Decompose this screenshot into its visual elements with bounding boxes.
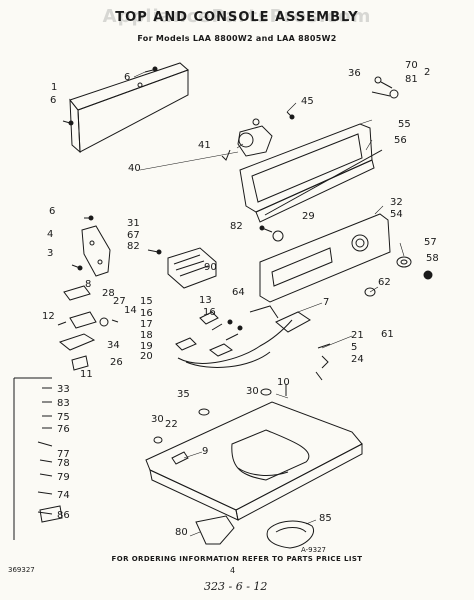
callout-1: 1	[51, 82, 58, 93]
callout-64: 64	[232, 287, 245, 298]
callout-20: 20	[140, 351, 153, 362]
callout-70: 70	[405, 60, 418, 71]
callout-24: 24	[351, 354, 364, 365]
callout-7: 7	[323, 297, 330, 308]
part-lid-switch	[249, 305, 311, 333]
callout-79: 79	[57, 472, 70, 483]
handwritten-note: 323 - 6 - 12	[204, 580, 268, 593]
part-switch-block	[147, 247, 217, 289]
callout-41: 41	[198, 140, 211, 151]
callout-12: 12	[42, 311, 55, 322]
callout-56: 56	[394, 135, 407, 146]
callout-81: 81	[405, 74, 418, 85]
callout-33: 33	[57, 384, 70, 395]
callout-11: 11	[80, 369, 93, 380]
callout-2: 2	[424, 67, 431, 78]
part-bumpers	[153, 384, 287, 444]
callout-78: 78	[57, 458, 70, 469]
callout-90: 90	[204, 262, 217, 273]
callout-61: 61	[381, 329, 394, 340]
callout-31: 31	[127, 218, 140, 229]
callout-3: 3	[47, 248, 54, 259]
callout-16: 16	[140, 308, 153, 319]
callout-30: 30	[246, 386, 259, 397]
callout-18: 18	[140, 330, 153, 341]
callout-45: 45	[301, 96, 314, 107]
part-screws	[62, 66, 295, 221]
callout-74: 74	[57, 490, 70, 501]
part-knob-assembly	[371, 76, 399, 99]
callout-35: 35	[177, 389, 190, 400]
callout-58: 58	[426, 253, 439, 264]
callout-19: 19	[140, 341, 153, 352]
callout-82: 82	[127, 241, 140, 252]
callout-62: 62	[378, 277, 391, 288]
callout-27: 27	[113, 296, 126, 307]
part-small-components	[57, 285, 119, 371]
part-dispenser-cup	[195, 515, 235, 545]
callout-67: 67	[127, 230, 140, 241]
callout-28: 28	[102, 288, 115, 299]
callout-5: 5	[351, 342, 358, 353]
callout-22: 22	[165, 419, 178, 430]
callout-29: 29	[302, 211, 315, 222]
callout-15: 15	[140, 296, 153, 307]
figure-reference-code: A-9327	[301, 546, 326, 554]
callout-9: 9	[202, 446, 209, 457]
callout-83: 83	[57, 398, 70, 409]
part-kit-box	[13, 377, 63, 540]
callout-6: 6	[124, 72, 131, 83]
callout-57: 57	[424, 237, 437, 248]
diagram-subtitle: For Models LAA 8800W2 and LAA 8805W2	[137, 34, 337, 43]
diagram-title: TOP AND CONSOLE ASSEMBLY	[115, 10, 359, 25]
callout-76: 76	[57, 424, 70, 435]
callout-13: 13	[199, 295, 212, 306]
callout-80: 80	[175, 527, 188, 538]
callout-10: 10	[277, 377, 290, 388]
part-bleach-seal	[266, 520, 314, 549]
part-knobs	[364, 256, 433, 297]
callout-82: 82	[230, 221, 243, 232]
callout-8: 8	[85, 279, 92, 290]
callout-36: 36	[348, 68, 361, 79]
part-console-frame	[239, 123, 383, 223]
callout-30: 30	[151, 414, 164, 425]
part-top-cabinet	[145, 401, 363, 521]
callout-4: 4	[47, 229, 54, 240]
callout-6: 6	[50, 95, 57, 106]
callout-75: 75	[57, 412, 70, 423]
callout-32: 32	[390, 197, 403, 208]
callout-14: 14	[124, 305, 137, 316]
part-grommet	[259, 225, 284, 242]
part-wiring-harness	[175, 311, 293, 368]
page-number: 4	[230, 566, 236, 575]
part-hinge-pins	[315, 343, 331, 381]
part-timer-motor	[221, 118, 273, 161]
callout-40: 40	[128, 163, 141, 174]
callout-55: 55	[398, 119, 411, 130]
ordering-note: FOR ORDERING INFORMATION REFER TO PARTS …	[111, 555, 363, 563]
callout-6: 6	[49, 206, 56, 217]
side-code: 369327	[8, 566, 35, 574]
part-rear-panel	[69, 62, 189, 154]
callout-34: 34	[107, 340, 120, 351]
part-hinge	[171, 451, 189, 465]
callout-85: 85	[319, 513, 332, 524]
part-bracket	[71, 225, 111, 277]
callout-77: 77	[57, 449, 70, 460]
callout-16: 16	[203, 307, 216, 318]
callout-86: 86	[57, 510, 70, 521]
part-console-front	[259, 213, 391, 303]
callout-21: 21	[351, 330, 364, 341]
leader-lines	[133, 71, 405, 537]
callout-26: 26	[110, 357, 123, 368]
callout-54: 54	[390, 209, 403, 220]
callout-17: 17	[140, 319, 153, 330]
